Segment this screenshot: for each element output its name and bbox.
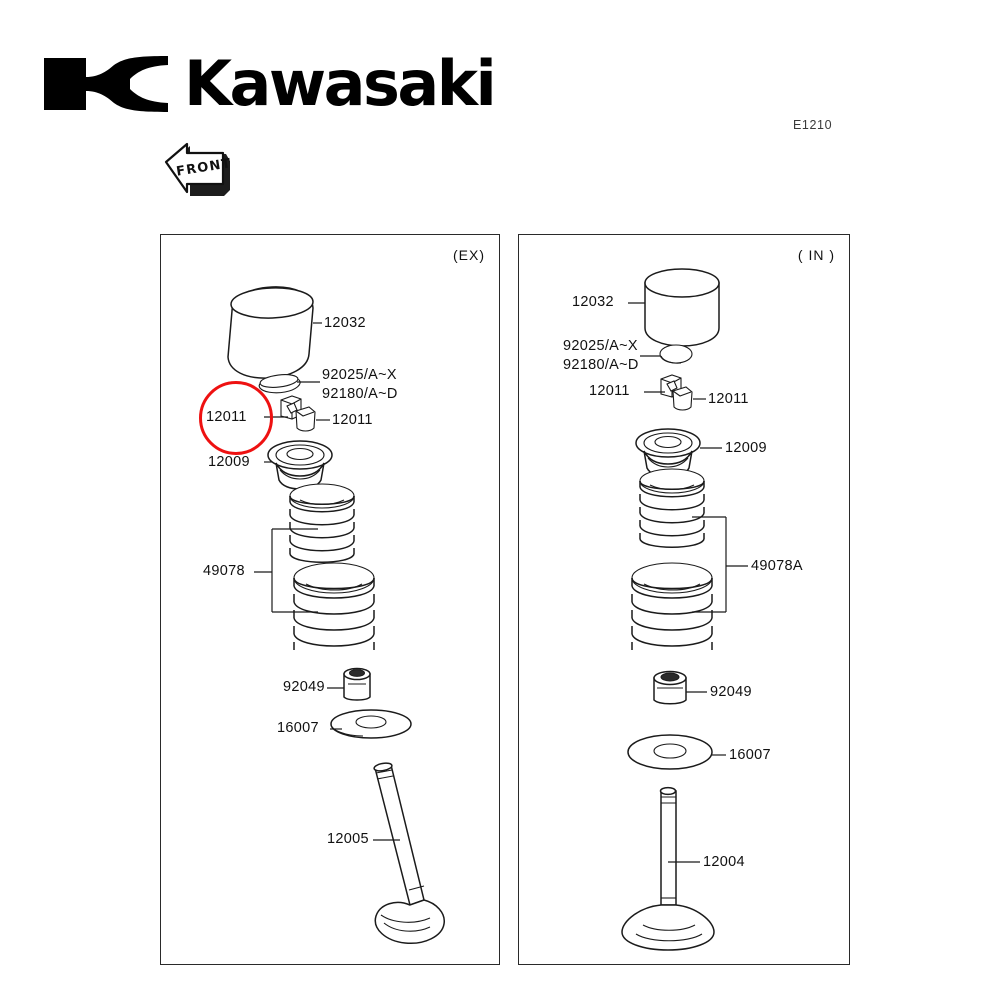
in-label-92049: 92049 (710, 684, 752, 700)
ex-label-12032: 12032 (324, 315, 366, 331)
in-label-92180: 92180/A~D (563, 357, 639, 373)
in-label-92025: 92025/A~X (563, 338, 638, 354)
highlight-ring-12011 (199, 381, 273, 455)
ex-label-49078: 49078 (203, 563, 245, 579)
panel-exhaust: (EX) (160, 234, 500, 965)
panel-title-in: ( IN ) (797, 247, 835, 263)
in-label-12011-right: 12011 (708, 391, 749, 407)
in-label-49078a: 49078A (751, 558, 803, 574)
kawasaki-river-mark-icon (44, 56, 168, 112)
ex-label-12011-right: 12011 (332, 412, 373, 428)
ex-label-16007: 16007 (277, 720, 319, 736)
ex-label-92025: 92025/A~X (322, 367, 397, 383)
in-label-12004: 12004 (703, 854, 745, 870)
in-label-16007: 16007 (729, 747, 771, 763)
ex-label-92049: 92049 (283, 679, 325, 695)
brand-name: Kawasaki (184, 47, 497, 120)
ex-label-12005: 12005 (327, 831, 369, 847)
in-label-12032: 12032 (572, 294, 614, 310)
in-label-12009: 12009 (725, 440, 767, 456)
diagram-code: E1210 (793, 118, 833, 132)
panel-title-ex: (EX) (453, 247, 485, 263)
in-label-12011-left: 12011 (589, 383, 630, 399)
front-direction-arrow-icon: FRONT (160, 140, 238, 202)
ex-label-92180: 92180/A~D (322, 386, 398, 402)
kawasaki-brand-header: Kawasaki (42, 47, 497, 120)
ex-label-12009: 12009 (208, 454, 250, 470)
